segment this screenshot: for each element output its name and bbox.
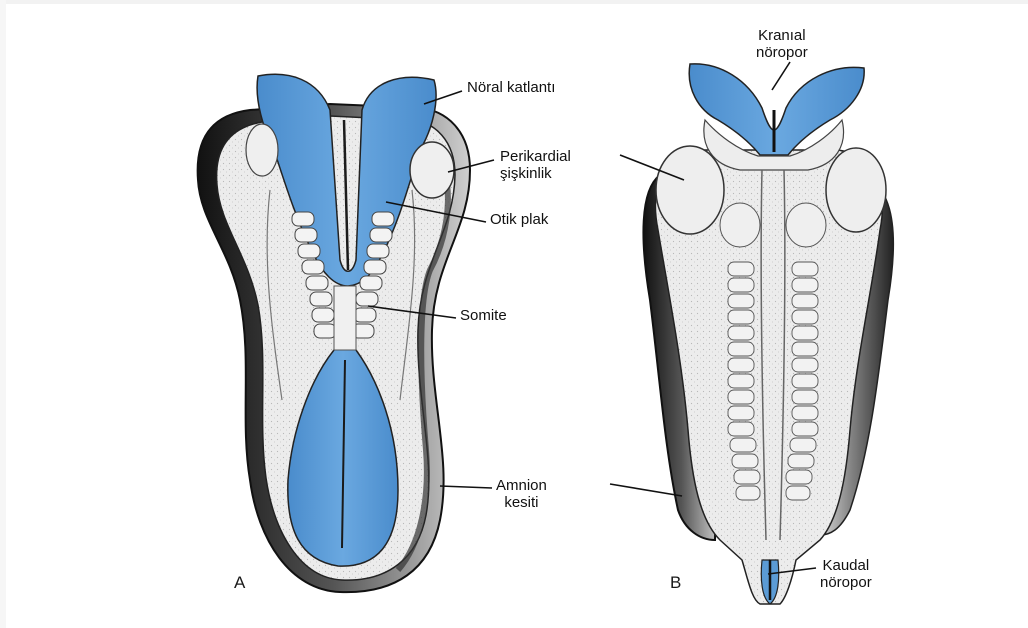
embryo-b: [643, 64, 893, 604]
label-kranial-noropor: Kranıal nöropor: [756, 27, 808, 61]
leader-amnion-a: [440, 486, 492, 488]
label-otik-plak: Otik plak: [490, 211, 548, 228]
leader-amnion-b: [610, 484, 682, 496]
label-somite: Somite: [460, 307, 507, 324]
label-perikardial-siskinlik: Perikardial şişkinlik: [500, 148, 571, 182]
label-noral-katlanti: Nöral katlantı: [467, 79, 555, 96]
panel-label-b: B: [670, 573, 681, 593]
label-amnion-kesiti: Amnion kesiti: [496, 477, 547, 511]
embryo-a-pericardial-bulge: [410, 142, 454, 198]
embryo-a: [198, 74, 470, 592]
panel-label-a: A: [234, 573, 245, 593]
embryo-b-pericardial-bulge: [656, 146, 724, 234]
leader-kranial: [772, 62, 790, 90]
label-kaudal-noropor: Kaudal nöropor: [820, 557, 872, 591]
